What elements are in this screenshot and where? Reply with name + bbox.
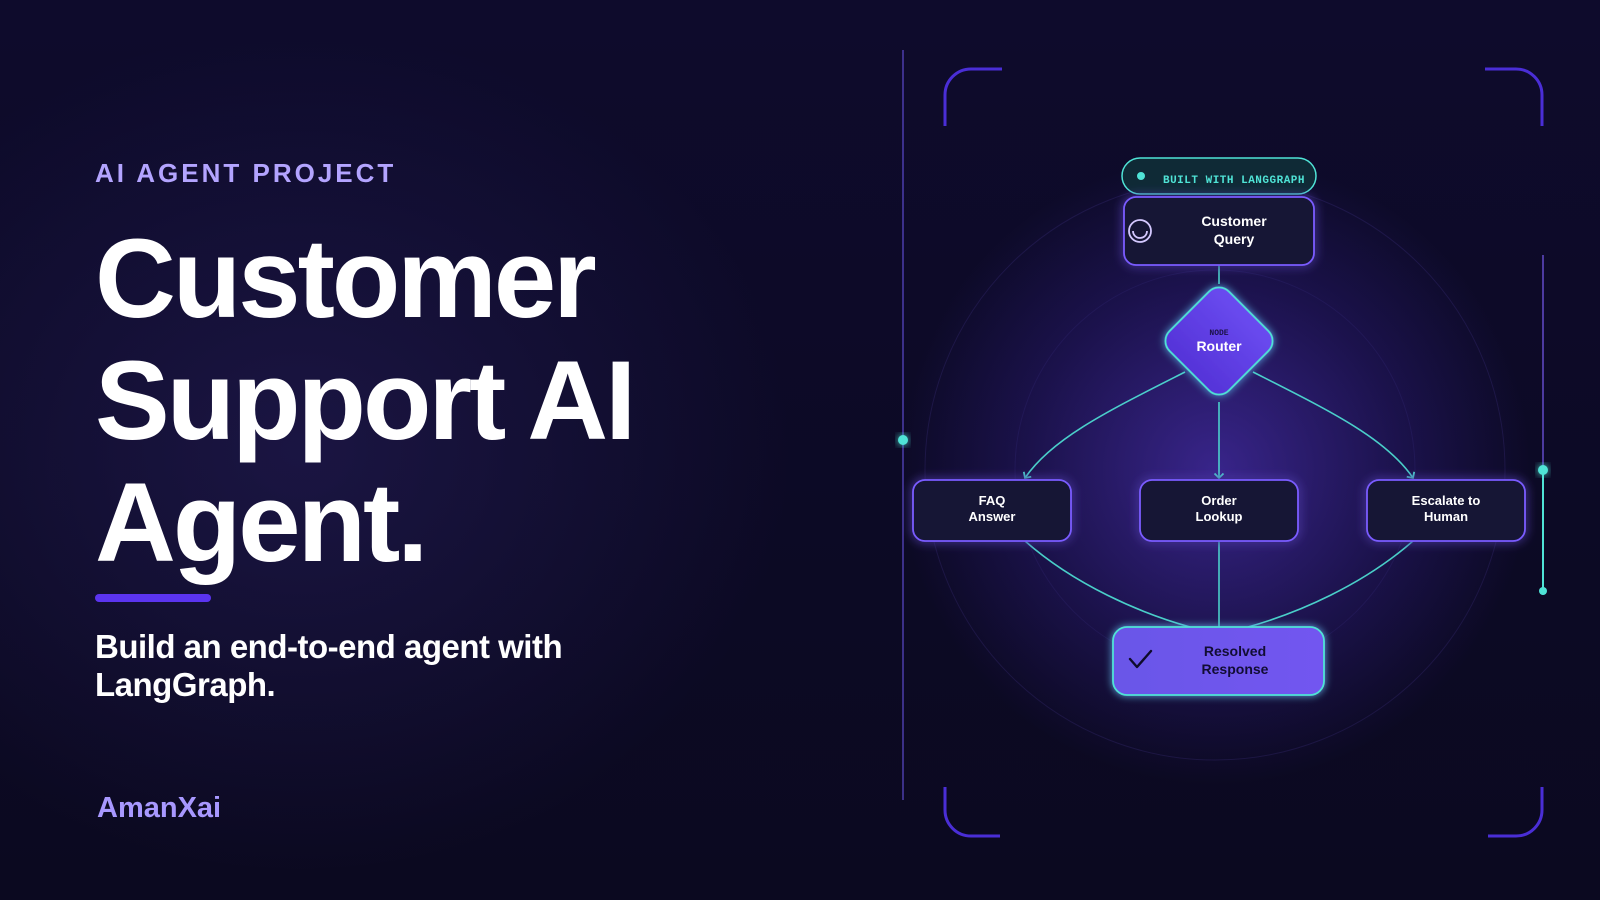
edge-router-escalate [1252, 371, 1416, 480]
edge-faq-resolved [1024, 540, 1191, 628]
hero-title: Customer Support AI Agent. [95, 218, 795, 584]
node-escalate-line-1: Escalate to [1412, 493, 1481, 508]
brand-name: AmanXai [97, 792, 222, 824]
node-order-lookup[interactable]: Order Lookup [1139, 479, 1299, 542]
node-faq-line-1: FAQ [979, 493, 1006, 508]
node-resolved-line-1: Resolved [1204, 643, 1266, 659]
node-escalate-line-2: Human [1424, 509, 1468, 524]
hero-title-line-2: Support AI [95, 338, 636, 463]
hero-subtitle: Build an end-to-end agent with LangGraph… [95, 628, 655, 704]
badge-label: BUILT WITH LANGGRAPH [1163, 175, 1305, 187]
subtitle-line-1: Build an end-to-end agent with [95, 628, 563, 665]
node-router-tag: NODE [1209, 329, 1228, 338]
edge-escalate-resolved [1247, 540, 1414, 628]
node-customer-query[interactable]: Customer Query [1123, 196, 1315, 266]
node-escalate-human[interactable]: Escalate to Human [1366, 479, 1526, 542]
node-router-label: Router [1196, 338, 1242, 354]
side-track-end [1539, 587, 1547, 595]
corner-bracket-top-left [943, 67, 1002, 126]
subtitle-line-2: LangGraph. [95, 666, 276, 703]
divider-dot [898, 435, 908, 445]
edge-router-faq [1022, 371, 1186, 480]
side-track-dot [1538, 465, 1548, 475]
node-order-line-2: Lookup [1196, 509, 1243, 524]
smile-icon [1128, 219, 1152, 243]
title-underline [95, 594, 211, 602]
node-router[interactable]: NODE Router [1160, 282, 1279, 401]
node-resolved-response[interactable]: Resolved Response [1112, 626, 1325, 696]
node-customer-query-line-2: Query [1214, 231, 1255, 247]
corner-bracket-bottom-left [943, 787, 1000, 838]
corner-bracket-bottom-right [1488, 787, 1544, 838]
node-faq-answer[interactable]: FAQ Answer [912, 479, 1072, 542]
node-faq-line-2: Answer [969, 509, 1016, 524]
corner-bracket-top-right [1485, 67, 1544, 126]
langgraph-badge: BUILT WITH LANGGRAPH [1121, 157, 1317, 195]
hero-title-line-1: Customer [95, 216, 597, 341]
node-order-line-1: Order [1201, 493, 1236, 508]
hero-title-line-3: Agent. [95, 460, 428, 585]
hero-panel: AI AGENT PROJECT Customer Support AI Age… [95, 0, 815, 900]
node-resolved-line-2: Response [1202, 661, 1269, 677]
eyebrow-label: AI AGENT PROJECT [95, 158, 397, 188]
check-icon [1128, 649, 1153, 669]
badge-dot-icon [1137, 172, 1145, 180]
node-customer-query-line-1: Customer [1201, 213, 1267, 229]
